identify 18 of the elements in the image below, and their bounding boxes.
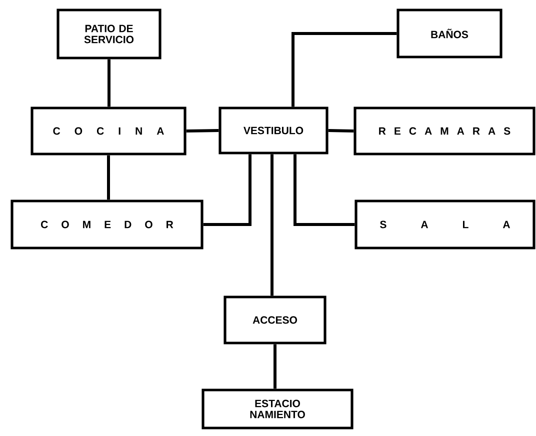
room-box: ESTACIO NAMIENTO	[202, 388, 354, 430]
connector-line	[203, 154, 252, 226]
connector-line	[107, 155, 110, 200]
connector-line	[270, 154, 274, 296]
room-box: C O M E D O R	[10, 200, 204, 250]
connector-line	[186, 129, 219, 132]
room-box: R E C A M A R A S	[354, 106, 536, 156]
room-box: S A L A	[354, 200, 536, 250]
connector-line	[274, 344, 276, 389]
connector-line	[292, 32, 397, 107]
room-box: PATIO DE SERVICIO	[56, 8, 162, 60]
connector-line	[108, 59, 110, 107]
connector-line	[294, 154, 355, 226]
connector-line	[328, 129, 354, 132]
room-box: ACCESO	[224, 296, 326, 344]
room-box: VESTIBULO	[218, 106, 328, 154]
room-box: C O C I N A	[30, 106, 186, 156]
room-box: BAÑOS	[396, 8, 502, 58]
